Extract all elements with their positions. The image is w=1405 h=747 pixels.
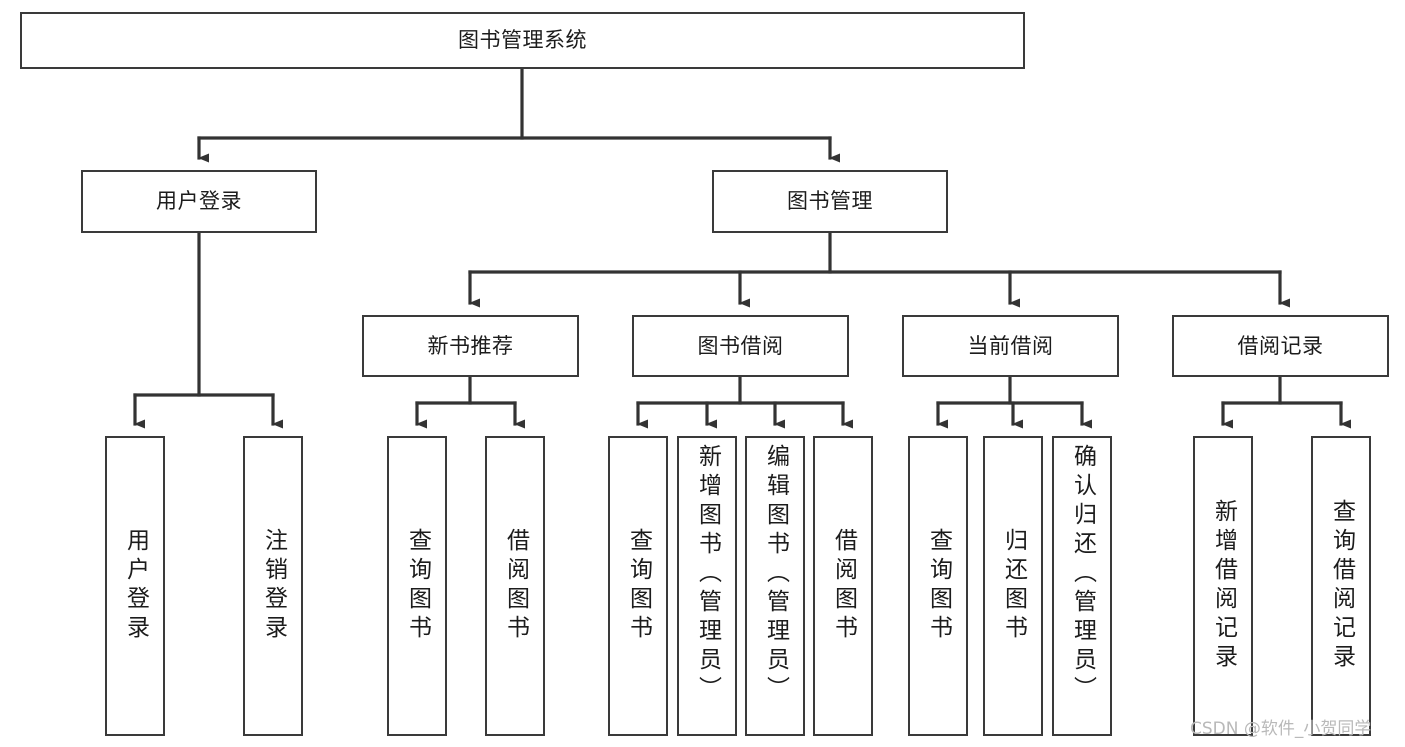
leaf-user-login[interactable]: 用户登录 [105,436,165,736]
leaf-query-book-recommend-label: 查询图书 [404,528,431,644]
node-book-borrow[interactable]: 图书借阅 [632,315,849,377]
node-new-book-recommend[interactable]: 新书推荐 [362,315,579,377]
leaf-edit-book-admin[interactable]: 编辑图书（管理员） [745,436,805,736]
leaf-logout[interactable]: 注销登录 [243,436,303,736]
leaf-confirm-return-admin-label: 确认归还（管理员） [1069,444,1096,705]
leaf-edit-book-admin-label: 编辑图书（管理员） [762,444,789,705]
leaf-add-borrow-record-label: 新增借阅记录 [1210,499,1237,673]
leaf-borrow-book-recommend[interactable]: 借阅图书 [485,436,545,736]
leaf-confirm-return-admin[interactable]: 确认归还（管理员） [1052,436,1112,736]
node-root-system[interactable]: 图书管理系统 [20,12,1025,69]
node-user-login-label: 用户登录 [156,189,242,214]
leaf-query-book-borrow[interactable]: 查询图书 [608,436,668,736]
node-user-login[interactable]: 用户登录 [81,170,317,233]
leaf-query-book-current[interactable]: 查询图书 [908,436,968,736]
leaf-logout-label: 注销登录 [260,528,287,644]
leaf-add-book-admin-label: 新增图书（管理员） [694,444,721,705]
node-new-book-recommend-label: 新书推荐 [427,333,514,358]
node-root-system-label: 图书管理系统 [458,28,587,53]
leaf-borrow-book[interactable]: 借阅图书 [813,436,873,736]
leaf-return-book-label: 归还图书 [1000,528,1027,644]
leaf-borrow-book-label: 借阅图书 [830,528,857,644]
leaf-query-book-recommend[interactable]: 查询图书 [387,436,447,736]
leaf-add-book-admin[interactable]: 新增图书（管理员） [677,436,737,736]
leaf-query-book-borrow-label: 查询图书 [625,528,652,644]
node-book-management-label: 图书管理 [787,189,873,214]
node-borrow-record-label: 借阅记录 [1237,333,1324,358]
node-borrow-record[interactable]: 借阅记录 [1172,315,1389,377]
leaf-query-borrow-record-label: 查询借阅记录 [1328,499,1355,673]
leaf-user-login-label: 用户登录 [122,528,149,644]
node-book-borrow-label: 图书借阅 [697,333,784,358]
leaf-add-borrow-record[interactable]: 新增借阅记录 [1193,436,1253,736]
node-current-borrow-label: 当前借阅 [967,333,1054,358]
leaf-query-book-current-label: 查询图书 [925,528,952,644]
node-book-management[interactable]: 图书管理 [712,170,948,233]
leaf-return-book[interactable]: 归还图书 [983,436,1043,736]
csdn-watermark: CSDN @软件_小贺同学 [1190,719,1372,739]
leaf-query-borrow-record[interactable]: 查询借阅记录 [1311,436,1371,736]
node-current-borrow[interactable]: 当前借阅 [902,315,1119,377]
leaf-borrow-book-recommend-label: 借阅图书 [502,528,529,644]
